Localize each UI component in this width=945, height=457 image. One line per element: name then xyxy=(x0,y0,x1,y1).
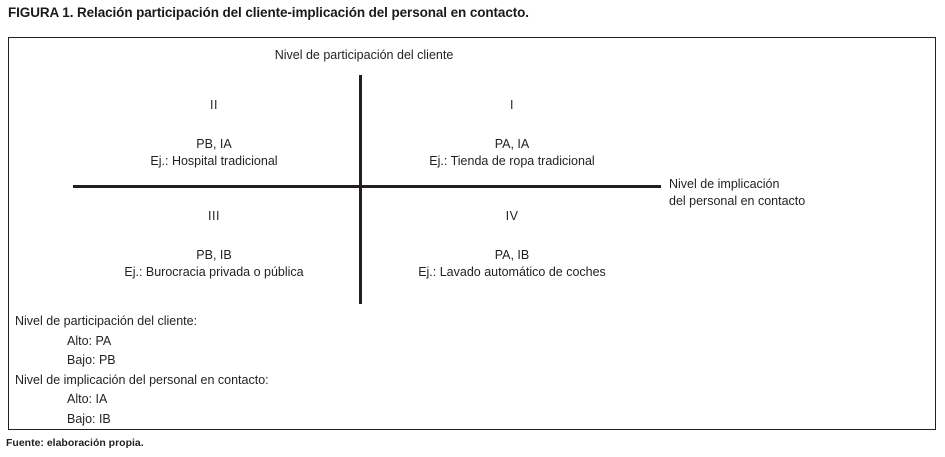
quadrant-II-example: Ej.: Hospital tradicional xyxy=(150,154,278,168)
quadrant-II: II PB, IA Ej.: Hospital tradicional xyxy=(69,97,359,170)
quadrant-III-roman: III xyxy=(208,209,220,223)
vertical-axis-line xyxy=(359,75,362,304)
quadrant-I-roman: I xyxy=(510,98,514,112)
legend-participation-heading: Nivel de participación del cliente: xyxy=(15,314,198,328)
quadrant-IV-example: Ej.: Lavado automático de coches xyxy=(418,265,606,279)
legend-involvement-high: Alto: IA xyxy=(67,392,108,406)
legend-participation-low: Bajo: PB xyxy=(67,353,116,367)
quadrant-I: I PA, IA Ej.: Tienda de ropa tradicional xyxy=(362,97,662,170)
figure-frame: Nivel de participación del cliente Nivel… xyxy=(8,37,936,430)
quadrant-II-roman: II xyxy=(210,98,218,112)
quadrant-IV-codes: PA, IB xyxy=(494,248,530,262)
legend-block: Nivel de participación del cliente: Alto… xyxy=(15,312,269,429)
quadrant-III-codes: PB, IB xyxy=(196,248,232,262)
legend-participation-high: Alto: PA xyxy=(67,333,112,348)
quadrant-III-example: Ej.: Burocracia privada o pública xyxy=(124,265,304,279)
quadrant-II-codes: PB, IA xyxy=(196,137,232,151)
axis-label-staff-involvement: Nivel de implicación del personal en con… xyxy=(669,176,805,210)
quadrant-III: III PB, IB Ej.: Burocracia privada o púb… xyxy=(69,208,359,281)
axis-label-staff-involvement-line2: del personal en contacto xyxy=(669,194,806,208)
horizontal-axis-line xyxy=(73,185,661,188)
figure-caption: FIGURA 1. Relación participación del cli… xyxy=(8,5,529,20)
legend-involvement-low: Bajo: IB xyxy=(67,411,111,426)
quadrant-IV-roman: IV xyxy=(505,209,519,223)
axis-label-customer-participation: Nivel de participación del cliente xyxy=(274,48,454,62)
quadrant-I-example: Ej.: Tienda de ropa tradicional xyxy=(429,154,595,168)
axis-label-staff-involvement-line1: Nivel de implicación xyxy=(669,177,780,191)
source-note: Fuente: elaboración propia. xyxy=(6,437,144,449)
quadrant-IV: IV PA, IB Ej.: Lavado automático de coch… xyxy=(362,208,662,281)
quadrant-I-codes: PA, IA xyxy=(494,137,530,151)
legend-involvement-heading: Nivel de implicación del personal en con… xyxy=(15,372,269,387)
